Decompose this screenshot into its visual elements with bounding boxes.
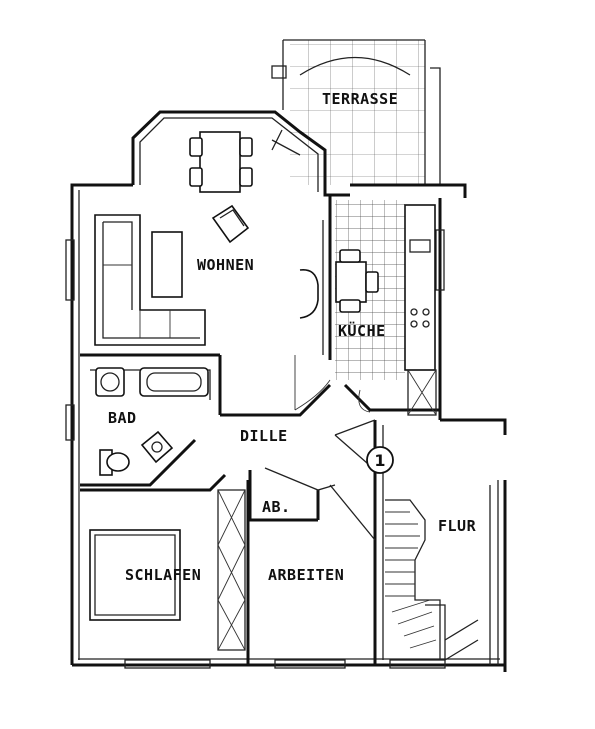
washbasin — [95, 367, 125, 397]
terrace-door — [271, 129, 301, 156]
room-label-kueche: KÜCHE — [338, 321, 386, 340]
kitchen-table — [335, 249, 379, 313]
room-label-dille: DILLE — [240, 427, 288, 445]
room-label-wohnen: WOHNEN — [197, 256, 254, 274]
armchair — [211, 204, 250, 244]
outer-walls — [65, 110, 507, 672]
room-label-bad: BAD — [108, 409, 137, 427]
cabinet — [299, 268, 319, 319]
shower — [140, 430, 174, 464]
room-label-arbeiten: ARBEITEN — [268, 566, 344, 584]
room-label-schlafen: SCHLAFEN — [125, 566, 201, 584]
svg-text:1: 1 — [374, 451, 385, 470]
bed — [89, 529, 181, 621]
staircase — [385, 499, 479, 661]
dining-table — [189, 131, 253, 193]
toilet — [99, 449, 130, 476]
room-label-ab: AB. — [262, 498, 291, 516]
kitchen-counter — [404, 204, 437, 416]
bathtub — [139, 367, 209, 397]
terrace-area — [271, 39, 467, 198]
coffee-table — [151, 231, 183, 298]
entrance-marker: 1 — [366, 446, 394, 474]
sofa — [94, 214, 206, 346]
room-label-flur: FLUR — [438, 517, 477, 535]
room-label-terrasse: TERRASSE — [322, 90, 398, 108]
